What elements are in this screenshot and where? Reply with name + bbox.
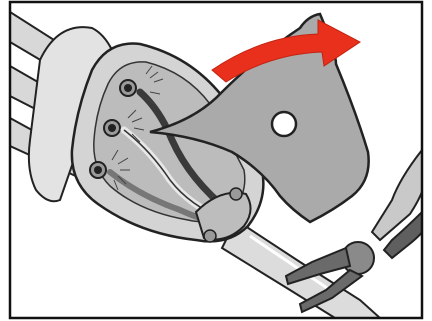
arrow-icon bbox=[211, 19, 361, 83]
cord-grip bbox=[194, 187, 252, 243]
cover-screw-hole bbox=[270, 110, 298, 138]
plug-icon bbox=[10, 10, 265, 243]
pliers-icon bbox=[284, 148, 422, 314]
illustration-frame bbox=[8, 0, 424, 320]
terminal-screws bbox=[89, 79, 137, 179]
